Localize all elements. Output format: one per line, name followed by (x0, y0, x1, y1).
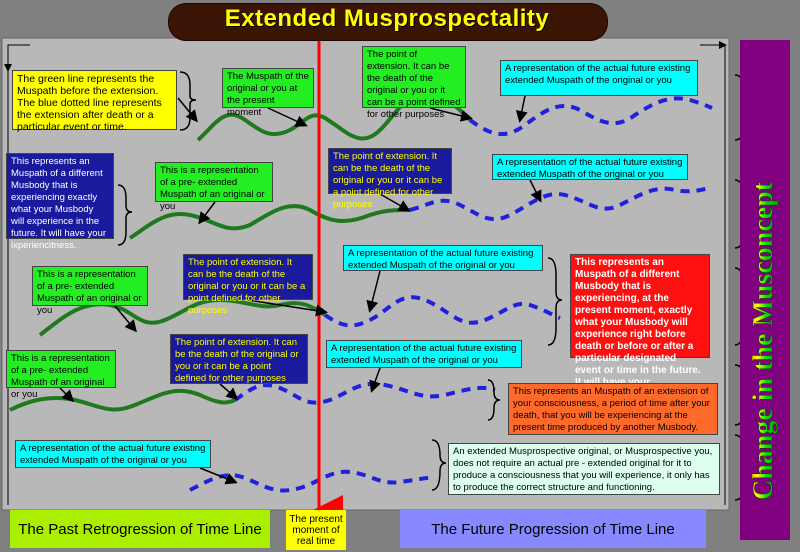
blue-extension-4 (233, 381, 496, 405)
blue-extension-3 (323, 295, 561, 328)
side-label: Change in the Musconcept (748, 181, 779, 500)
green-muspath-4 (9, 388, 236, 412)
future-box-2: A representation of the actual future ex… (492, 154, 688, 180)
present-moment-label: The present moment of real time (286, 510, 346, 550)
arrow-future3 (366, 270, 381, 313)
brace-legend (179, 71, 197, 131)
future-box-1: A representation of the actual future ex… (500, 60, 698, 96)
extension-point-box-2: The point of extension. It can be the de… (328, 148, 452, 210)
blue-extension-5 (189, 469, 436, 493)
musprospective-box: An extended Musprospective original, or … (448, 443, 720, 495)
extension-point-box-4: The point of extension. It can be the de… (170, 334, 308, 384)
brace-musprospective (431, 439, 447, 491)
brace-consciousness (487, 379, 501, 421)
arrow-future1 (515, 95, 528, 123)
pre-extended-box-2: This is a representation of a pre- exten… (32, 266, 148, 316)
arrow-pre3 (59, 387, 75, 403)
future-box-4: A representation of the actual future ex… (326, 340, 522, 368)
past-timeline-label: The Past Retrogression of Time Line (10, 510, 270, 548)
brace-different1 (117, 184, 133, 246)
title-banner (168, 3, 608, 41)
blue-extension-1 (468, 96, 713, 137)
extension-point-box-1: The point of extension. It can be the de… (362, 46, 466, 120)
arrow-future4 (369, 367, 381, 393)
future-timeline-label: The Future Progression of Time Line (400, 510, 706, 548)
arrow-ext2 (379, 193, 411, 212)
side-band (740, 40, 790, 540)
arrow-ext4 (219, 383, 239, 400)
blue-extension-2 (409, 186, 711, 222)
arrow-muspath-now (267, 107, 308, 127)
pre-extended-box-1: This is a representation of a pre- exten… (155, 162, 273, 212)
arrow-pre1 (198, 201, 216, 225)
arrow-ext3 (247, 299, 328, 317)
side-label-panel: Change in the Musconcept (740, 40, 790, 540)
different-musbody-box-2: This represents an Muspath of a differen… (570, 254, 710, 400)
extension-point-box-3: The point of extension. It can be the de… (183, 254, 313, 316)
arrow-ext1 (429, 107, 473, 122)
diagram-title: Extended Musprospectality (224, 5, 550, 32)
green-muspath-2 (128, 204, 411, 240)
future-box-3: A representation of the actual future ex… (343, 245, 543, 271)
arrow-future2 (529, 179, 542, 203)
pre-extended-box-3: This is a representation of a pre- exten… (6, 350, 116, 400)
muspath-now-box: The Muspath of the original or you at th… (222, 68, 314, 118)
arrow-pre2 (114, 305, 137, 333)
arrow-future5 (199, 467, 238, 485)
future-box-5: A representation of the actual future ex… (15, 440, 211, 468)
top-left-arrow (4, 44, 30, 72)
arrow-legend (177, 97, 198, 123)
extension-consciousness-box: This represents an Muspath of an extensi… (508, 383, 718, 435)
legend-box: The green line represents the Muspath be… (12, 70, 177, 133)
different-musbody-box-1: This represents an Muspath of a differen… (6, 153, 114, 251)
brace-different2 (547, 257, 563, 346)
